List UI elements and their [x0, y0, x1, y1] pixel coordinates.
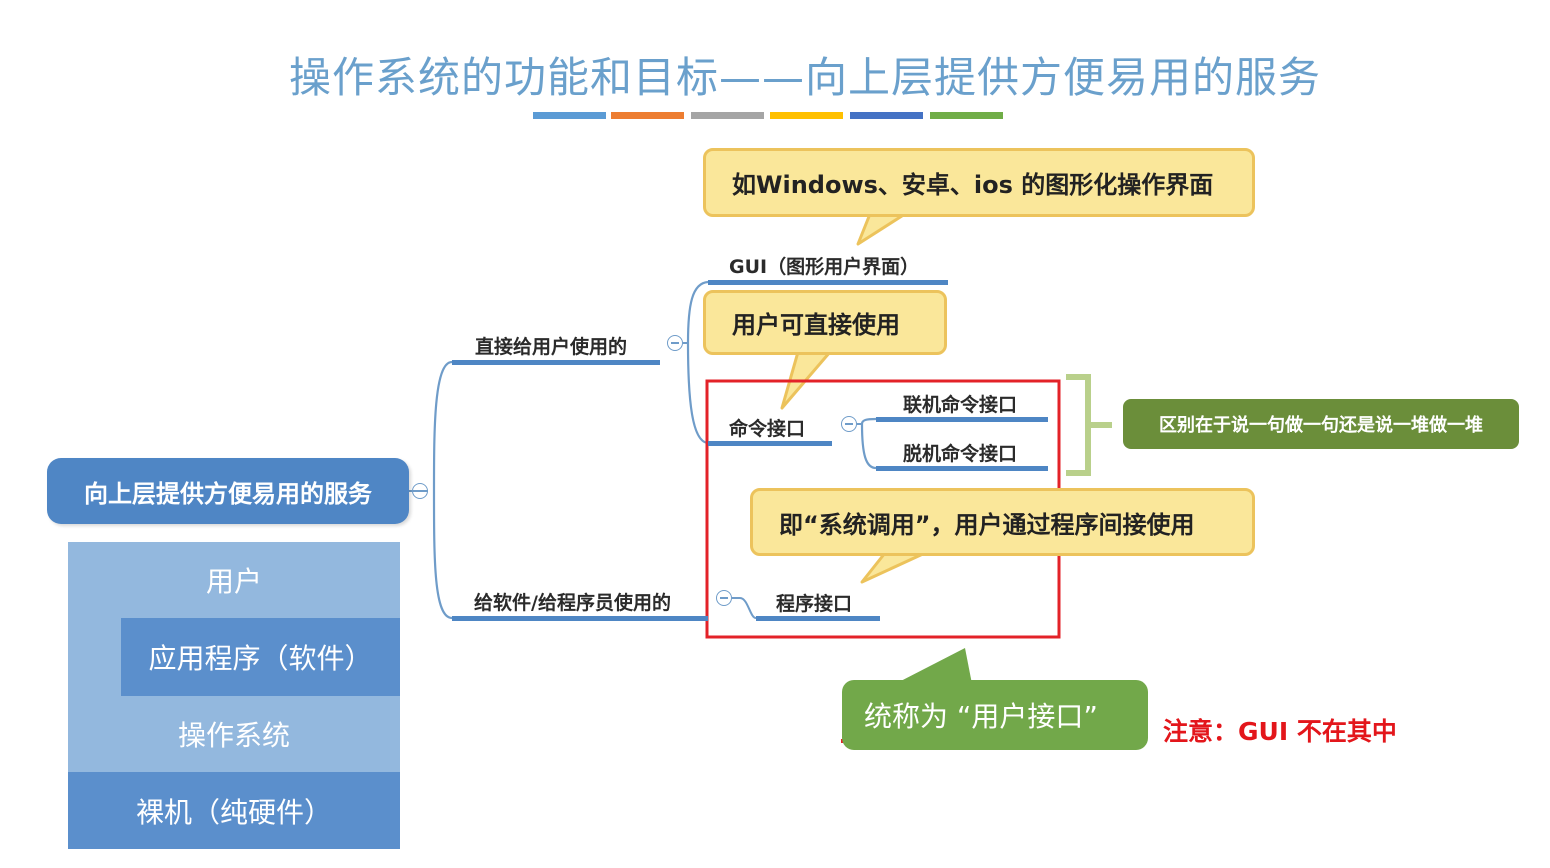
callout-user-interface: 统称为 “用户接口”: [842, 680, 1148, 750]
node-online-command: 联机命令接口: [903, 394, 1018, 416]
node-program-underline: [756, 616, 880, 621]
node-command: 命令接口: [729, 418, 806, 440]
branch-direct-underline: [452, 360, 660, 365]
layer-os: 操作系统: [68, 696, 400, 772]
node-online-underline: [876, 417, 1048, 422]
title-stripe-gray: [691, 112, 764, 119]
branch-program-collapse-icon[interactable]: [716, 590, 732, 606]
node-gui-underline: [708, 280, 948, 285]
layer-user-side: [68, 618, 121, 696]
command-difference-note: 区别在于说一句做一句还是说一堆做一堆: [1123, 399, 1519, 449]
branch-program-label: 给软件/给程序员使用的: [474, 592, 671, 614]
node-program-interface: 程序接口: [776, 593, 853, 615]
title-stripe-yellow: [770, 112, 843, 119]
node-command-collapse-icon[interactable]: [841, 416, 857, 432]
branch-direct-collapse-icon[interactable]: [667, 335, 683, 351]
title-stripe-orange: [611, 112, 684, 119]
root-node: 向上层提供方便易用的服务: [47, 458, 409, 524]
page-title: 操作系统的功能和目标——向上层提供方便易用的服务: [288, 53, 1321, 102]
root-collapse-icon[interactable]: [412, 483, 428, 499]
layer-hardware: 裸机（纯硬件）: [68, 772, 400, 849]
title-stripe-blue: [533, 112, 606, 119]
branch-program-underline: [452, 616, 708, 621]
gui-excluded-note: 注意：GUI 不在其中: [1163, 717, 1397, 746]
node-command-underline: [708, 441, 832, 446]
callout-command: 用户可直接使用: [703, 290, 947, 355]
title-stripe-darkblue: [850, 112, 923, 119]
callout-gui: 如Windows、安卓、ios 的图形化操作界面: [703, 148, 1255, 217]
node-offline-underline: [876, 466, 1048, 471]
layer-application: 应用程序（软件）: [121, 618, 400, 696]
node-gui: GUI（图形用户界面）: [729, 256, 920, 278]
branch-direct-label: 直接给用户使用的: [475, 336, 628, 358]
layer-user: 用户: [68, 542, 400, 618]
callout-program: 即“系统调用”，用户通过程序间接使用: [750, 488, 1255, 556]
title-stripe-green: [930, 112, 1003, 119]
node-offline-command: 脱机命令接口: [903, 443, 1018, 465]
